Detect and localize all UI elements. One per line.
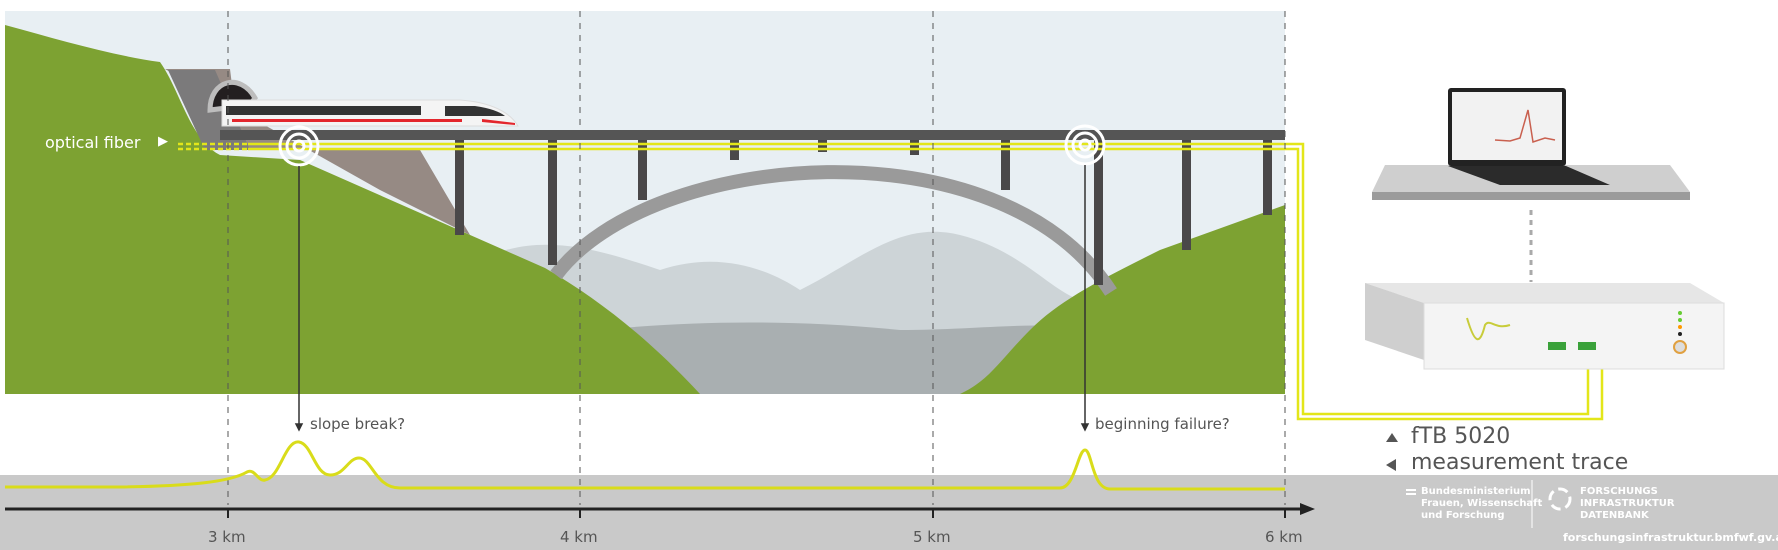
legend-trace: measurement trace — [1411, 450, 1629, 475]
left-hill — [5, 25, 700, 394]
ministry-line-3: und Forschung — [1421, 510, 1505, 521]
slope-break-label: slope break? — [310, 415, 406, 433]
km-gridlines — [227, 11, 1286, 505]
play-arrow-icon: ▶ — [158, 134, 168, 149]
ministry-line-1: Bundesministerium — [1421, 486, 1531, 497]
database-line-2: INFRASTRUKTUR — [1580, 498, 1675, 509]
train — [221, 99, 519, 127]
tick-label-3km: 3 km — [208, 528, 246, 546]
bridge-arch — [550, 165, 1117, 296]
event-target-icon — [278, 125, 320, 167]
triangle-up-icon — [1386, 433, 1398, 442]
valley — [600, 322, 1090, 394]
laptop-station — [1372, 88, 1690, 200]
tick-label-6km: 6 km — [1265, 528, 1303, 546]
measurement-trace — [5, 440, 1285, 491]
ministry-logo-icon — [1406, 489, 1416, 495]
database-line-1: FORSCHUNGS — [1580, 486, 1658, 497]
optical-fiber-cable — [178, 142, 1604, 421]
footer-url-link[interactable]: forschungsinfrastruktur.bmfwf.gv.at — [1563, 531, 1778, 544]
database-logo-icon — [1548, 487, 1572, 511]
database-line-3: DATENBANK — [1580, 510, 1649, 521]
tick-label-4km: 4 km — [560, 528, 598, 546]
beginning-failure-label: beginning failure? — [1095, 415, 1230, 433]
event-target-icon — [1064, 124, 1106, 166]
event-arrows — [294, 165, 1090, 432]
ministry-logo-text: Bundesministerium Frauen, Wissenschaft u… — [1421, 486, 1542, 522]
triangle-left-icon — [1386, 459, 1396, 471]
distance-axis — [5, 503, 1315, 518]
database-logo-text: FORSCHUNGS INFRASTRUKTUR DATENBANK — [1580, 486, 1675, 522]
tick-label-5km: 5 km — [913, 528, 951, 546]
legend-device: fTB 5020 — [1411, 424, 1511, 449]
optical-fiber-label: optical fiber — [45, 133, 141, 152]
bridge-deck — [220, 130, 1285, 140]
ftb-5020-device — [1365, 283, 1725, 370]
ministry-line-2: Frauen, Wissenschaft — [1421, 498, 1543, 509]
right-hill — [960, 205, 1285, 394]
